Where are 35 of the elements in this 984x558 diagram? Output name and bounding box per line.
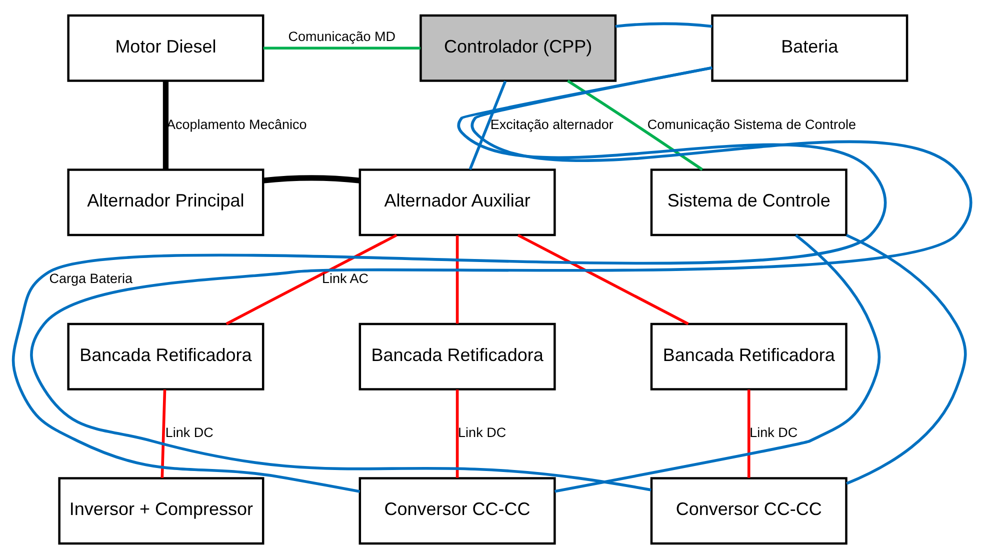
edge-label: Link DC	[750, 424, 798, 440]
edge-label: Acoplamento Mecânico	[166, 116, 307, 132]
edge-label: Link DC	[165, 424, 214, 440]
edge-label: Comunicação Sistema de Controle	[647, 116, 856, 132]
node-box: Controlador (CPP)	[420, 14, 617, 82]
node-box: Bancada Retificadora	[67, 322, 264, 390]
connector	[226, 233, 398, 325]
node-box: Alternador Auxiliar	[358, 168, 556, 236]
connector	[456, 234, 459, 324]
node-box: Conversor CC-CC	[358, 476, 556, 544]
edge-label: Link AC	[322, 270, 369, 286]
connector	[615, 22, 712, 28]
edge-label: Carga Bateria	[49, 270, 133, 286]
edge-label: Link DC	[458, 424, 506, 440]
connector	[456, 389, 459, 478]
node-box: Motor Diesel	[67, 14, 264, 82]
connector	[162, 80, 169, 169]
node-box: Conversor CC-CC	[650, 476, 848, 544]
node-box: Sistema de Controle	[650, 168, 848, 236]
connector	[517, 233, 689, 325]
node-box: Inversor + Compressor	[58, 476, 264, 544]
edge-label: Comunicação MD	[288, 28, 396, 44]
connector	[846, 233, 967, 484]
connector	[263, 46, 421, 50]
connector	[554, 234, 881, 492]
connector	[468, 80, 507, 170]
node-box: Alternador Principal	[67, 168, 264, 236]
connector	[262, 174, 360, 183]
node-box: Bancada Retificadora	[358, 322, 556, 390]
node-box: Bateria	[711, 14, 908, 82]
connector	[160, 389, 166, 478]
node-box: Bancada Retificadora	[650, 322, 848, 390]
connector	[747, 389, 750, 478]
edge-label: Excitação alternador	[490, 116, 614, 132]
connector	[566, 79, 704, 170]
